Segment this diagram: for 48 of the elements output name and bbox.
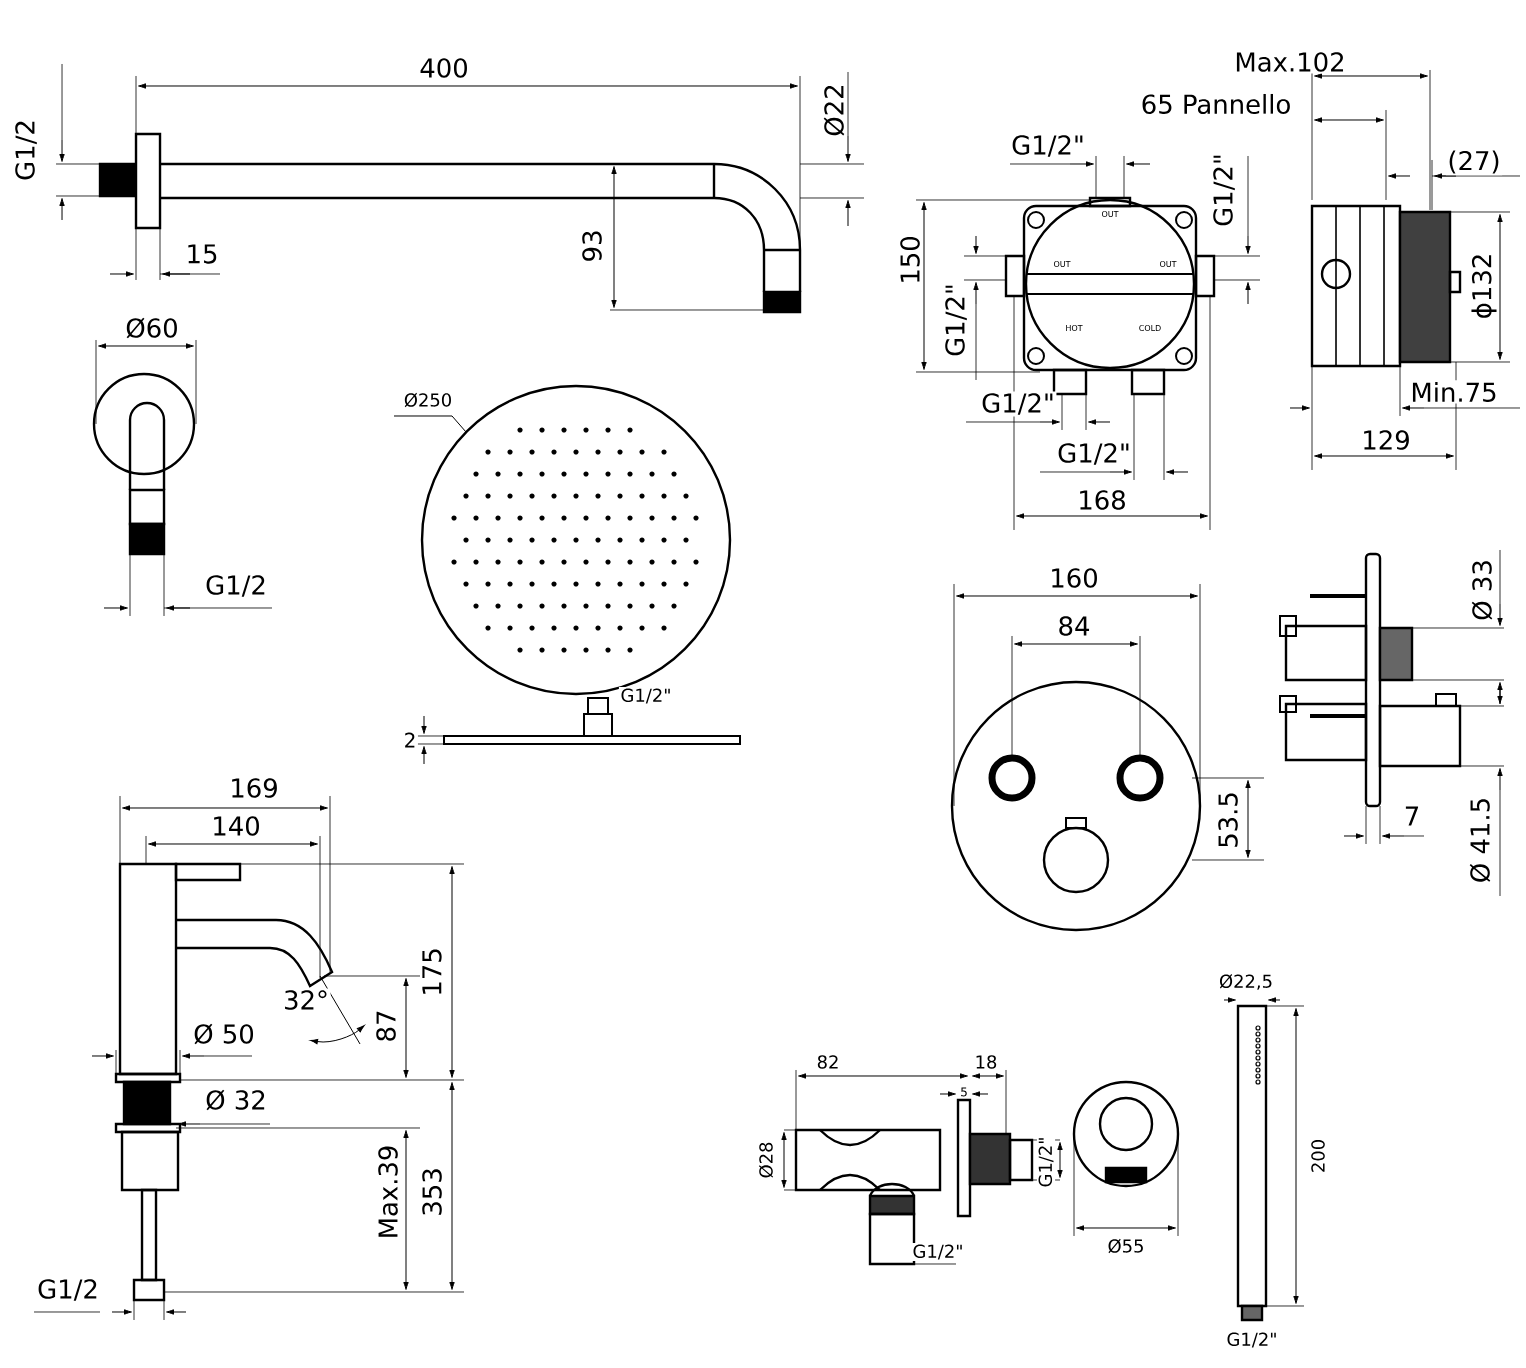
dimension-label: Ø 50 <box>191 1022 257 1046</box>
dimension-label: 32° <box>281 988 331 1012</box>
dimension-label: Ø22 <box>822 81 846 139</box>
dimension-label: 129 <box>1359 428 1413 452</box>
dimension-label: G1/2" <box>1009 133 1087 159</box>
dimension-label: 140 <box>209 814 263 838</box>
dimension-label: 65 Pannello <box>1139 92 1293 116</box>
dimension-label: G1/2 <box>203 573 269 599</box>
dimension-label: ϕ132 <box>1469 251 1499 321</box>
dimension-label: G1/2" <box>979 391 1057 417</box>
dimension-label: G1/2" <box>943 281 969 359</box>
dimension-label: 353 <box>420 1165 444 1219</box>
dimension-label: 18 <box>973 1053 999 1071</box>
dimension-label: G1/2 <box>13 117 39 183</box>
dimension-label: 53.5 <box>1216 789 1240 851</box>
dimension-label: Ø 33 <box>1470 557 1494 623</box>
dimension-label: G1/2" <box>618 686 674 706</box>
dimension-label: Max.39 <box>376 1143 400 1241</box>
dimension-label: 175 <box>420 945 444 999</box>
dimension-label: Ø55 <box>1105 1237 1147 1255</box>
dimension-label: 200 <box>1309 1137 1327 1175</box>
dimension-label: 93 <box>580 227 604 265</box>
dimension-label: G1/2" <box>910 1242 966 1262</box>
dimension-label: Ø 32 <box>203 1088 269 1112</box>
dimension-label: Ø60 <box>123 316 181 340</box>
dimension-label: 400 <box>417 56 471 80</box>
dimension-label: G1/2" <box>1211 151 1237 229</box>
dimension-label: 7 <box>1402 804 1422 828</box>
dimension-label: G1/2" <box>1036 1134 1056 1190</box>
dimension-label: 82 <box>815 1053 841 1071</box>
dimension-label: Ø28 <box>757 1139 775 1181</box>
dimension-label: Ø 41.5 <box>1468 795 1492 885</box>
dimension-label: 150 <box>898 233 922 287</box>
dimension-label: 160 <box>1047 566 1101 590</box>
dimension-label: 168 <box>1075 488 1129 512</box>
dimension-label: 169 <box>227 776 281 800</box>
dimension-label: 87 <box>374 1007 398 1045</box>
dimension-label: Ø250 <box>402 391 454 409</box>
dimension-label: Min.75 <box>1408 380 1500 404</box>
dimension-label: G1/2" <box>1224 1330 1280 1350</box>
dimension-label: 15 <box>183 242 221 266</box>
dimension-label: G1/2 <box>35 1277 101 1303</box>
dimension-label: Max.102 <box>1232 50 1348 74</box>
dimension-label: 84 <box>1055 614 1093 638</box>
dimension-label: 2 <box>402 731 418 749</box>
dimension-label: G1/2" <box>1055 441 1133 467</box>
dimension-label: Ø22,5 <box>1217 972 1275 992</box>
dimension-label: (27) <box>1445 148 1503 176</box>
